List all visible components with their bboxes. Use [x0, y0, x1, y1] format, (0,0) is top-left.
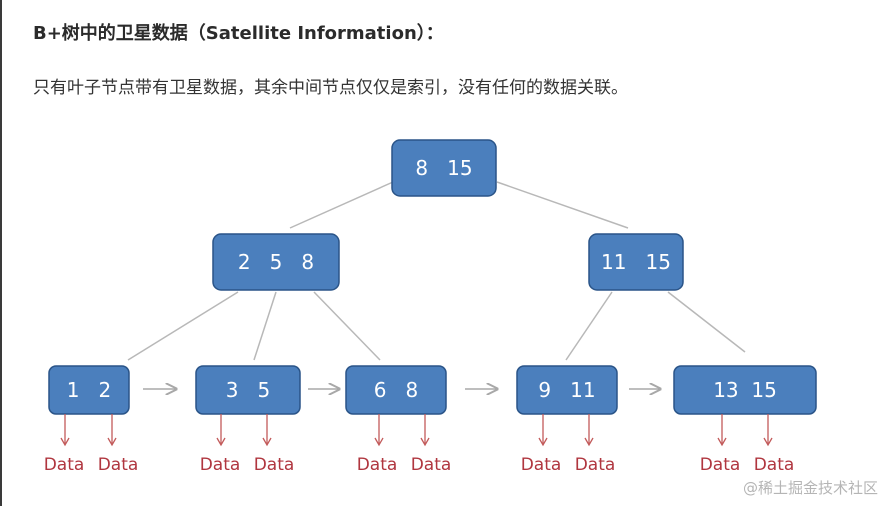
leaf-node-4: 13 15 — [673, 365, 817, 415]
internal-node-0-keys: 2 5 8 — [238, 250, 314, 274]
leaf-node-2-keys: 6 8 — [374, 378, 419, 402]
data-label-2a: Data — [357, 455, 398, 475]
data-label-0b: Data — [98, 455, 139, 475]
data-arrow-head-2b — [420, 437, 430, 447]
data-arrow-head-1b — [262, 437, 272, 447]
edge-internal0-leaf0 — [127, 291, 239, 361]
leaf-node-0: 1 2 — [48, 365, 130, 415]
data-arrow-head-3a — [538, 437, 548, 447]
data-arrow-head-4b — [763, 437, 773, 447]
data-arrow-head-2a — [374, 437, 384, 447]
data-label-2b: Data — [411, 455, 452, 475]
edge-internal1-leaf4 — [667, 291, 746, 353]
leaf-node-0-keys: 1 2 — [67, 378, 112, 402]
leaf-node-1: 3 5 — [195, 365, 301, 415]
data-arrow-head-0a — [60, 437, 70, 447]
leaf-node-4-keys: 13 15 — [713, 378, 777, 402]
edge-internal1-leaf3 — [565, 291, 613, 361]
leaf-node-1-keys: 3 5 — [226, 378, 271, 402]
section-description: 只有叶子节点带有卫星数据，其余中间节点仅仅是索引，没有任何的数据关联。 — [33, 78, 628, 98]
data-label-0a: Data — [44, 455, 85, 475]
data-label-3a: Data — [521, 455, 562, 475]
edge-internal0-leaf2 — [313, 291, 381, 361]
root-node-keys: 8 15 — [415, 156, 472, 180]
internal-node-1-keys: 11 15 — [601, 250, 671, 274]
edge-internal0-leaf1 — [253, 291, 277, 361]
internal-node-1: 11 15 — [588, 233, 684, 291]
data-label-1b: Data — [254, 455, 295, 475]
data-label-3b: Data — [575, 455, 616, 475]
data-label-1a: Data — [200, 455, 241, 475]
data-label-4a: Data — [700, 455, 741, 475]
leaf-node-2: 6 8 — [345, 365, 447, 415]
section-heading: B+树中的卫星数据（Satellite Information）： — [33, 23, 444, 44]
leaf-node-3-keys: 9 11 — [538, 378, 595, 402]
data-arrow-head-3b — [584, 437, 594, 447]
root-node: 8 15 — [391, 139, 497, 197]
data-arrow-head-0b — [107, 437, 117, 447]
edge-root-internal-0 — [289, 181, 394, 229]
left-border — [0, 0, 2, 506]
leaf-node-3: 9 11 — [516, 365, 618, 415]
data-label-4b: Data — [754, 455, 795, 475]
watermark: @稀土掘金技术社区 — [742, 479, 878, 497]
data-labels: Data Data Data Data Data Data Data Data … — [44, 455, 795, 475]
data-arrow-head-1a — [216, 437, 226, 447]
edge-root-internal-1 — [496, 181, 629, 229]
data-arrow-head-4a — [717, 437, 727, 447]
data-arrows — [60, 414, 773, 447]
internal-node-0: 2 5 8 — [212, 233, 340, 291]
tree-edges — [127, 181, 746, 361]
